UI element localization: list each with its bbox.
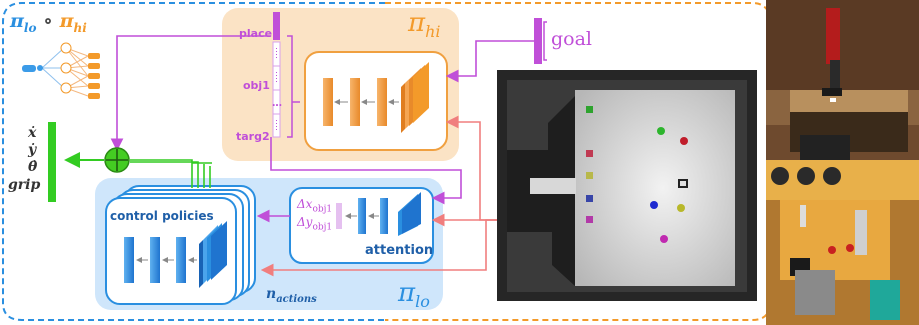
attention-input-dx: Δxobj1 bbox=[297, 197, 333, 215]
output-theta-dot: θ̇ bbox=[28, 159, 38, 175]
attention-network-layers bbox=[336, 192, 421, 236]
title-pi-lo: πlo bbox=[10, 10, 37, 35]
attention-label: attention bbox=[365, 243, 434, 258]
output-grip: grip bbox=[8, 177, 41, 193]
composite-title: πlo ∘ πhi bbox=[10, 10, 87, 35]
output-bar bbox=[48, 122, 56, 202]
goal-token bbox=[534, 18, 547, 64]
mini-network-icon bbox=[22, 42, 100, 99]
hi-network-box bbox=[304, 51, 448, 151]
output-x-dot: ẋ bbox=[28, 125, 37, 141]
attention-input-dy: Δyobj1 bbox=[297, 215, 333, 233]
robot-photo-top bbox=[766, 0, 919, 165]
control-network-layers bbox=[124, 221, 227, 288]
slot-targ2: targ2 bbox=[236, 130, 270, 143]
title-pi-hi: πhi bbox=[59, 10, 87, 35]
hi-token-stack bbox=[272, 12, 300, 138]
control-policies-label: control policies bbox=[110, 209, 214, 223]
topdown-sim-image bbox=[497, 70, 757, 301]
output-y-dot: ẏ bbox=[28, 142, 37, 158]
goal-label: goal bbox=[551, 28, 593, 50]
slot-ellipsis: … bbox=[272, 98, 282, 109]
lo-title: πlo bbox=[398, 278, 430, 312]
title-compose-op: ∘ bbox=[36, 10, 60, 32]
hi-network-layers bbox=[323, 62, 429, 133]
outer-dashed-border bbox=[2, 2, 771, 321]
flow-arrows bbox=[64, 35, 534, 277]
slot-obj1: obj1 bbox=[243, 79, 270, 92]
slot-place: place bbox=[239, 27, 273, 40]
n-actions-label: nactions bbox=[266, 286, 317, 305]
hi-title: πhi bbox=[408, 8, 441, 42]
sum-node bbox=[104, 147, 130, 173]
robot-photo-bottom bbox=[766, 160, 919, 325]
